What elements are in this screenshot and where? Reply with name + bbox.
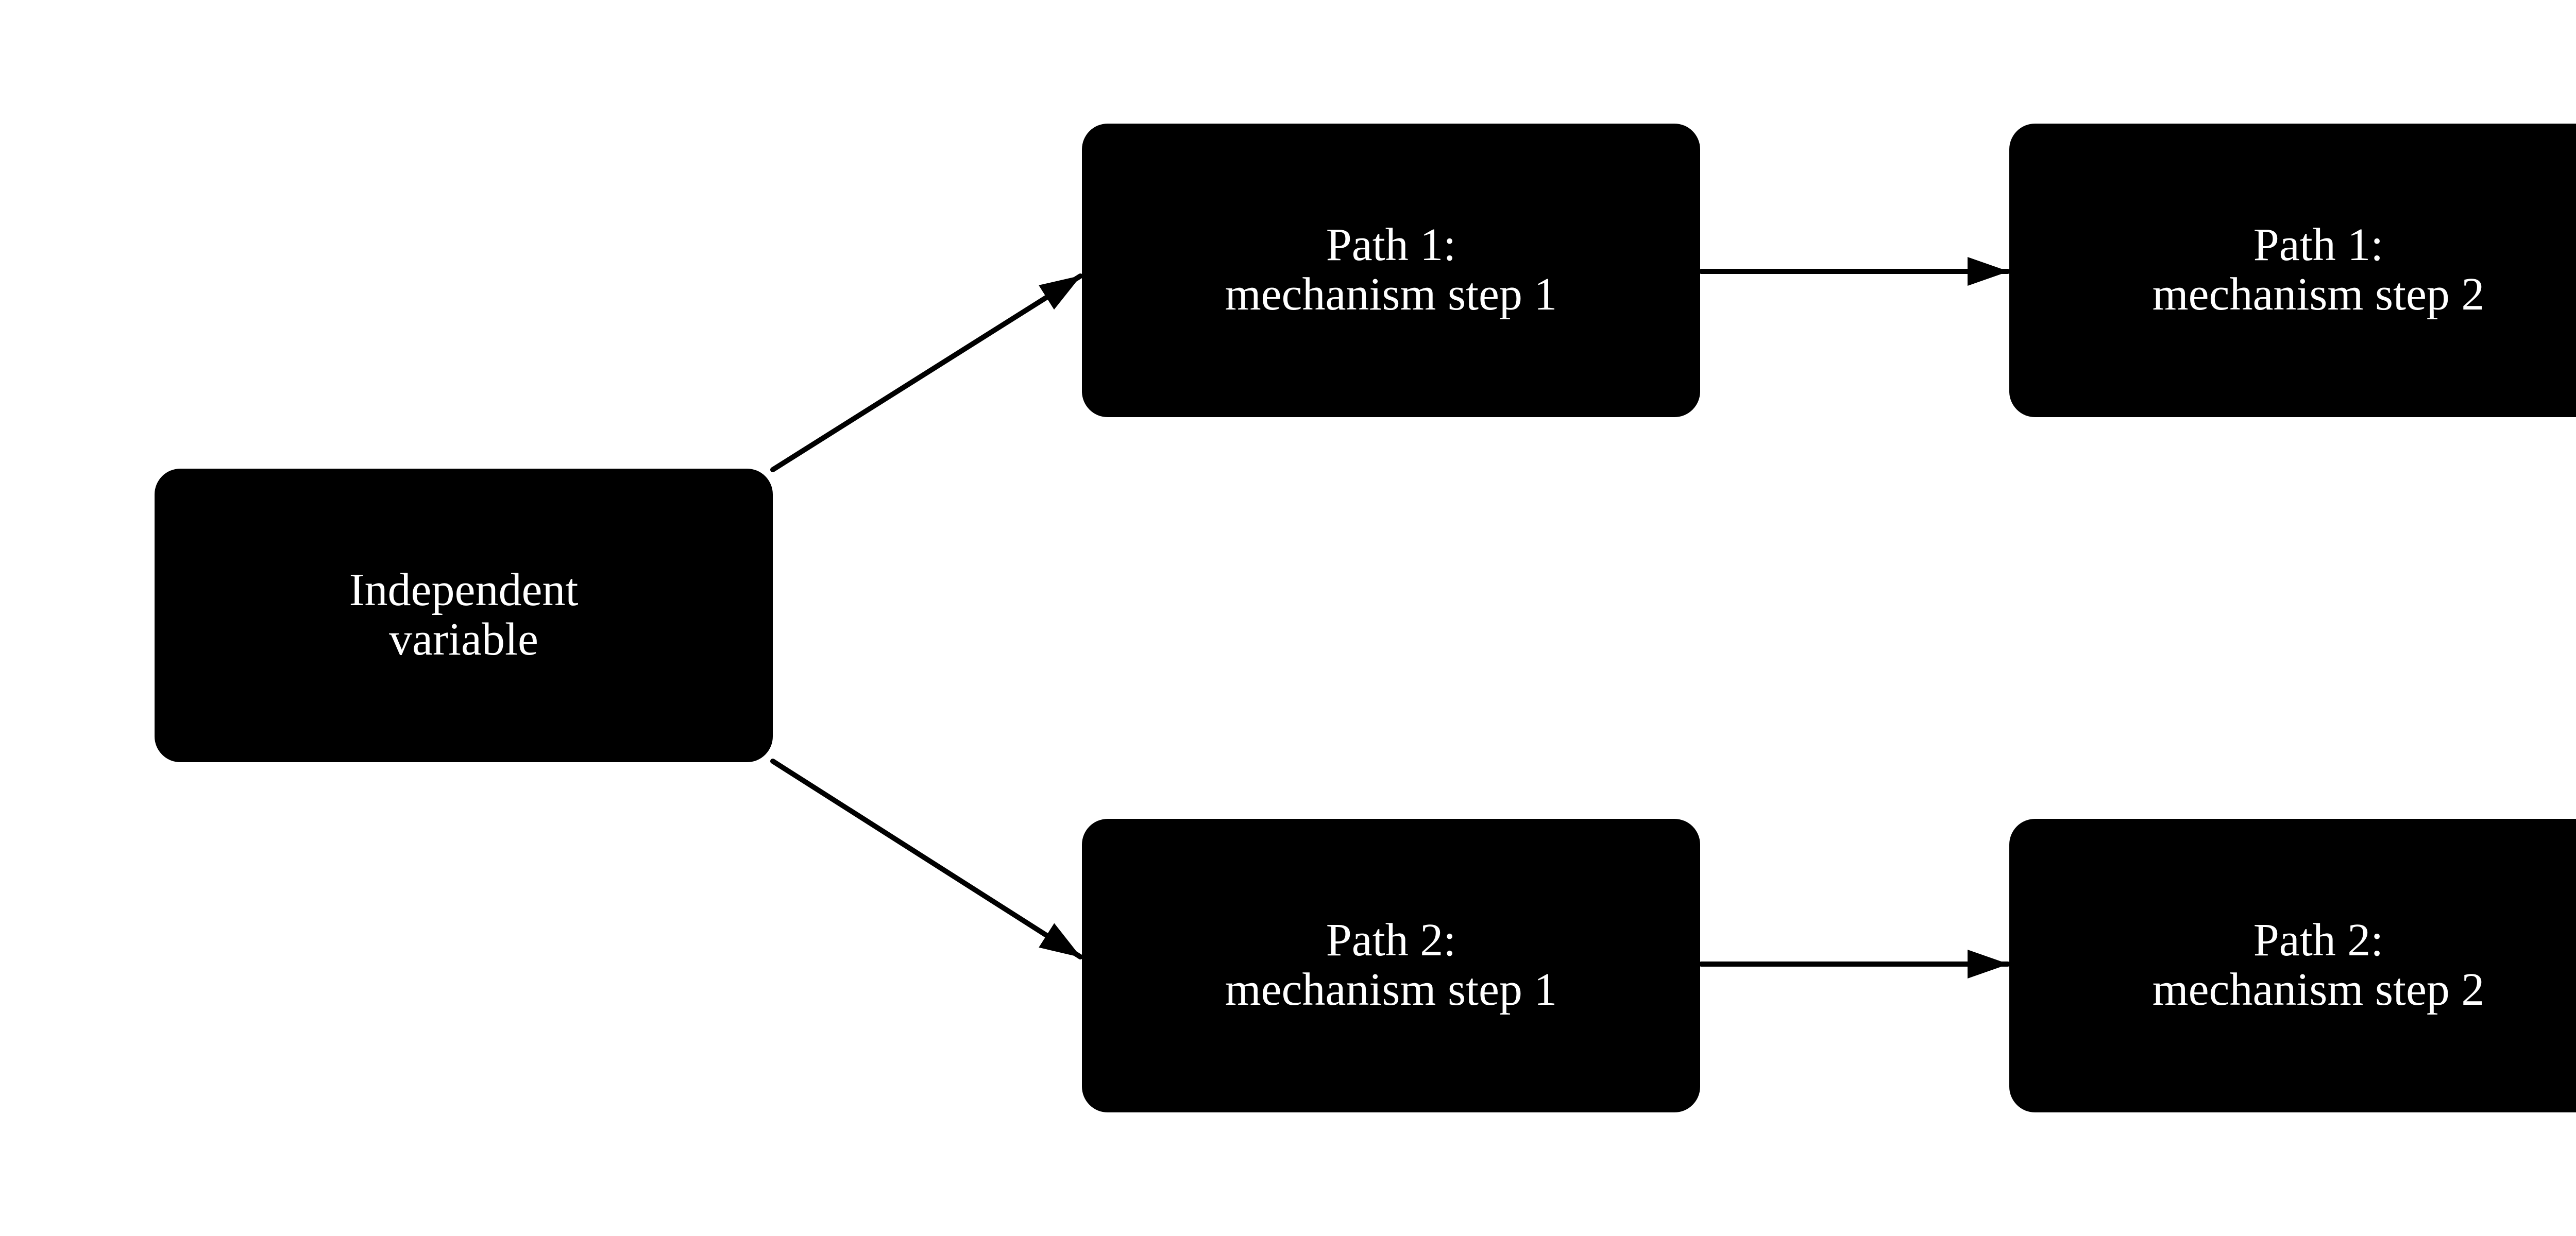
node-path1-step1: Path 1: mechanism step 1 — [1082, 124, 1700, 417]
node-path2-step2: Path 2: mechanism step 2 — [2009, 819, 2576, 1112]
node-box — [2009, 819, 2576, 1112]
node-label-line2: variable — [389, 614, 538, 665]
edge-independent-to-path1-step1 — [770, 273, 1083, 472]
node-path1-step2: Path 1: mechanism step 2 — [2009, 124, 2576, 417]
edge-independent-to-path2-step1 — [770, 759, 1083, 959]
node-label-line2: mechanism step 2 — [2153, 964, 2485, 1015]
node-box — [155, 469, 773, 762]
node-path2-step1: Path 2: mechanism step 1 — [1082, 819, 1700, 1112]
node-independent-variable: Independent variable — [155, 469, 773, 762]
node-box — [1082, 124, 1700, 417]
node-label-line1: Path 2: — [1326, 915, 1456, 966]
node-label-line2: mechanism step 1 — [1225, 269, 1557, 320]
node-label-line2: mechanism step 2 — [2153, 269, 2485, 320]
node-label-line1: Path 1: — [1326, 219, 1456, 270]
node-label-line1: Independent — [349, 564, 579, 615]
node-box — [1082, 819, 1700, 1112]
node-label-line1: Path 1: — [2253, 219, 2384, 270]
node-label-line1: Path 2: — [2253, 915, 2384, 966]
node-box — [2009, 124, 2576, 417]
node-label-line2: mechanism step 1 — [1225, 964, 1557, 1015]
edge-layer — [770, 257, 2010, 978]
